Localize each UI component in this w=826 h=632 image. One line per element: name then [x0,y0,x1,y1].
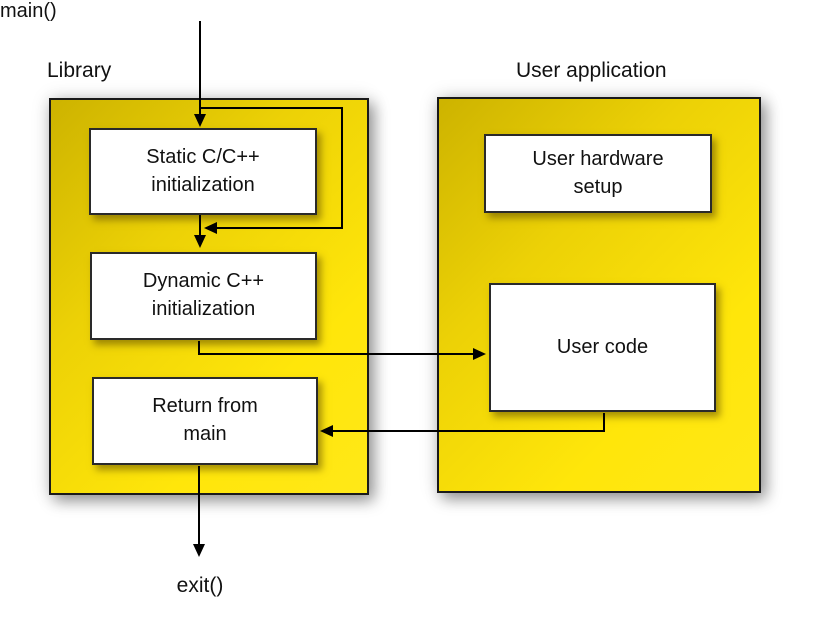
library-group-label: Library [47,59,112,82]
user-application-group-label: User application [516,59,667,82]
node-user-hardware-setup: User hardware setup [484,134,712,213]
main-function-label: main() [0,0,57,22]
exit-function-label: exit() [176,574,224,597]
node-dynamic-initialization: Dynamic C++ initialization [90,252,317,340]
node-static-initialization: Static C/C++ initialization [89,128,317,215]
node-return-from-main: Return from main [92,377,318,465]
node-user-code: User code [489,283,716,412]
